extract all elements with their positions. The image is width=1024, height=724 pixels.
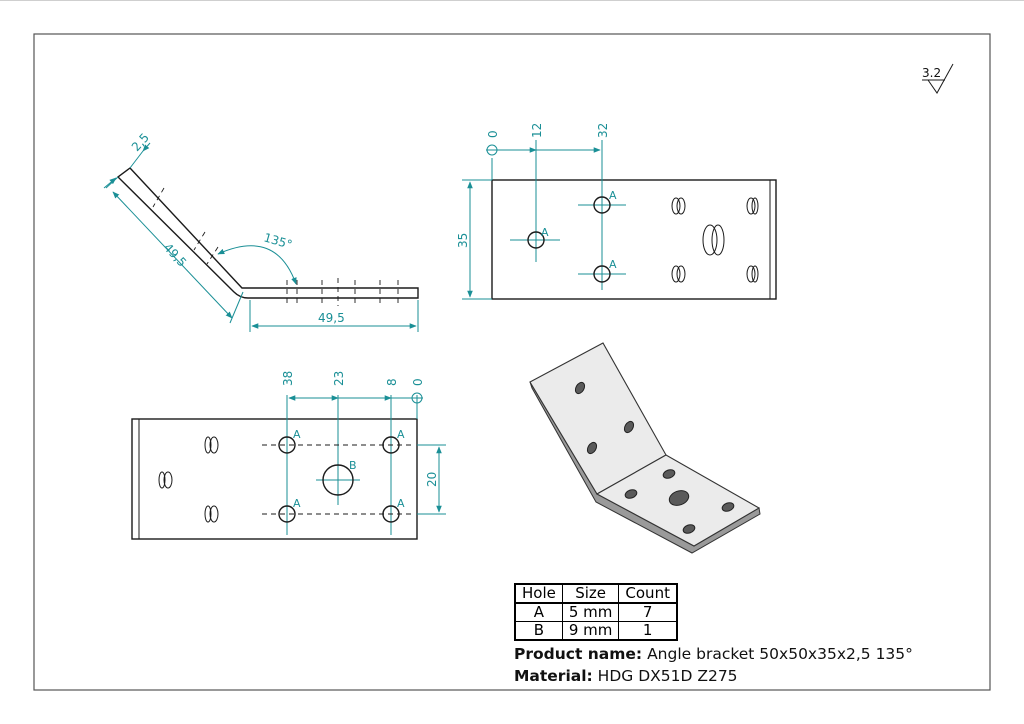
col-size-header: Size <box>561 583 620 604</box>
hole-a: A <box>278 428 301 454</box>
top-divider <box>0 0 1024 5</box>
bent-holes <box>671 197 759 283</box>
size-cell: 5 mm <box>561 602 620 622</box>
top-dim-32: 32 <box>596 123 610 138</box>
roughness-symbol: 3.2 <box>922 63 954 94</box>
roughness-value: 3.2 <box>922 66 941 80</box>
bent-holes <box>158 436 219 523</box>
material-value: HDG DX51D Z275 <box>597 667 738 685</box>
table-row: B 9 mm 1 <box>514 621 678 641</box>
col-hole-header: Hole <box>514 583 563 604</box>
hole-a: A <box>510 226 560 249</box>
hole-a: A <box>278 497 301 523</box>
hole-table-header: Hole Size Count <box>514 583 678 604</box>
isometric-view <box>529 342 761 554</box>
hole-a: A <box>382 428 405 454</box>
hole-label-a: A <box>293 428 301 441</box>
hole-label-a: A <box>609 258 617 271</box>
hole-label-a: A <box>541 226 549 239</box>
count-cell: 1 <box>618 621 678 641</box>
front-dim-38: 38 <box>281 371 295 386</box>
hole-a: A <box>382 497 405 523</box>
hole-label-b: B <box>349 459 357 472</box>
product-name-label: Product name: <box>514 645 643 663</box>
col-count-header: Count <box>618 583 678 604</box>
top-dim-0: 0 <box>486 130 500 138</box>
front-view: 38 23 8 0 20 A A A A B <box>131 371 446 540</box>
material-label: Material: <box>514 667 593 685</box>
front-dim-8: 8 <box>385 378 399 386</box>
hole-a: A <box>578 258 626 283</box>
top-dim-12: 12 <box>530 123 544 138</box>
base-length-label: 49,5 <box>318 311 345 325</box>
hole-cell: A <box>514 602 563 622</box>
hole-cell: B <box>514 621 563 641</box>
front-plate-outline <box>131 418 418 540</box>
hole-label-a: A <box>397 497 405 510</box>
hole-label-a: A <box>609 189 617 202</box>
hole-a: A <box>578 189 626 214</box>
product-name-value: Angle bracket 50x50x35x2,5 135° <box>647 645 913 663</box>
drawing-frame <box>33 33 991 691</box>
front-dim-23: 23 <box>332 371 346 386</box>
thickness-label: 2,5 <box>129 130 152 154</box>
hole-table: Hole Size Count A 5 mm 7 B 9 mm 1 <box>514 583 678 641</box>
leg-length-label: 49,5 <box>161 240 189 269</box>
hole-label-a: A <box>293 497 301 510</box>
side-view: 2,5 49,5 135° 49,5 <box>103 130 419 332</box>
product-name-line: Product name: Angle bracket 50x50x35x2,5… <box>514 645 913 663</box>
count-cell: 7 <box>618 602 678 622</box>
top-plate-outline <box>491 179 777 300</box>
table-row: A 5 mm 7 <box>514 602 678 622</box>
bracket-profile <box>116 167 419 299</box>
size-cell: 9 mm <box>561 621 620 641</box>
front-dim-0: 0 <box>411 378 425 386</box>
hole-b: B <box>316 459 360 496</box>
top-view: 0 12 32 35 A A A <box>456 123 777 300</box>
material-line: Material: HDG DX51D Z275 <box>514 667 738 685</box>
top-dim-35: 35 <box>456 233 470 248</box>
hole-label-a: A <box>397 428 405 441</box>
front-dim-20: 20 <box>425 472 439 487</box>
